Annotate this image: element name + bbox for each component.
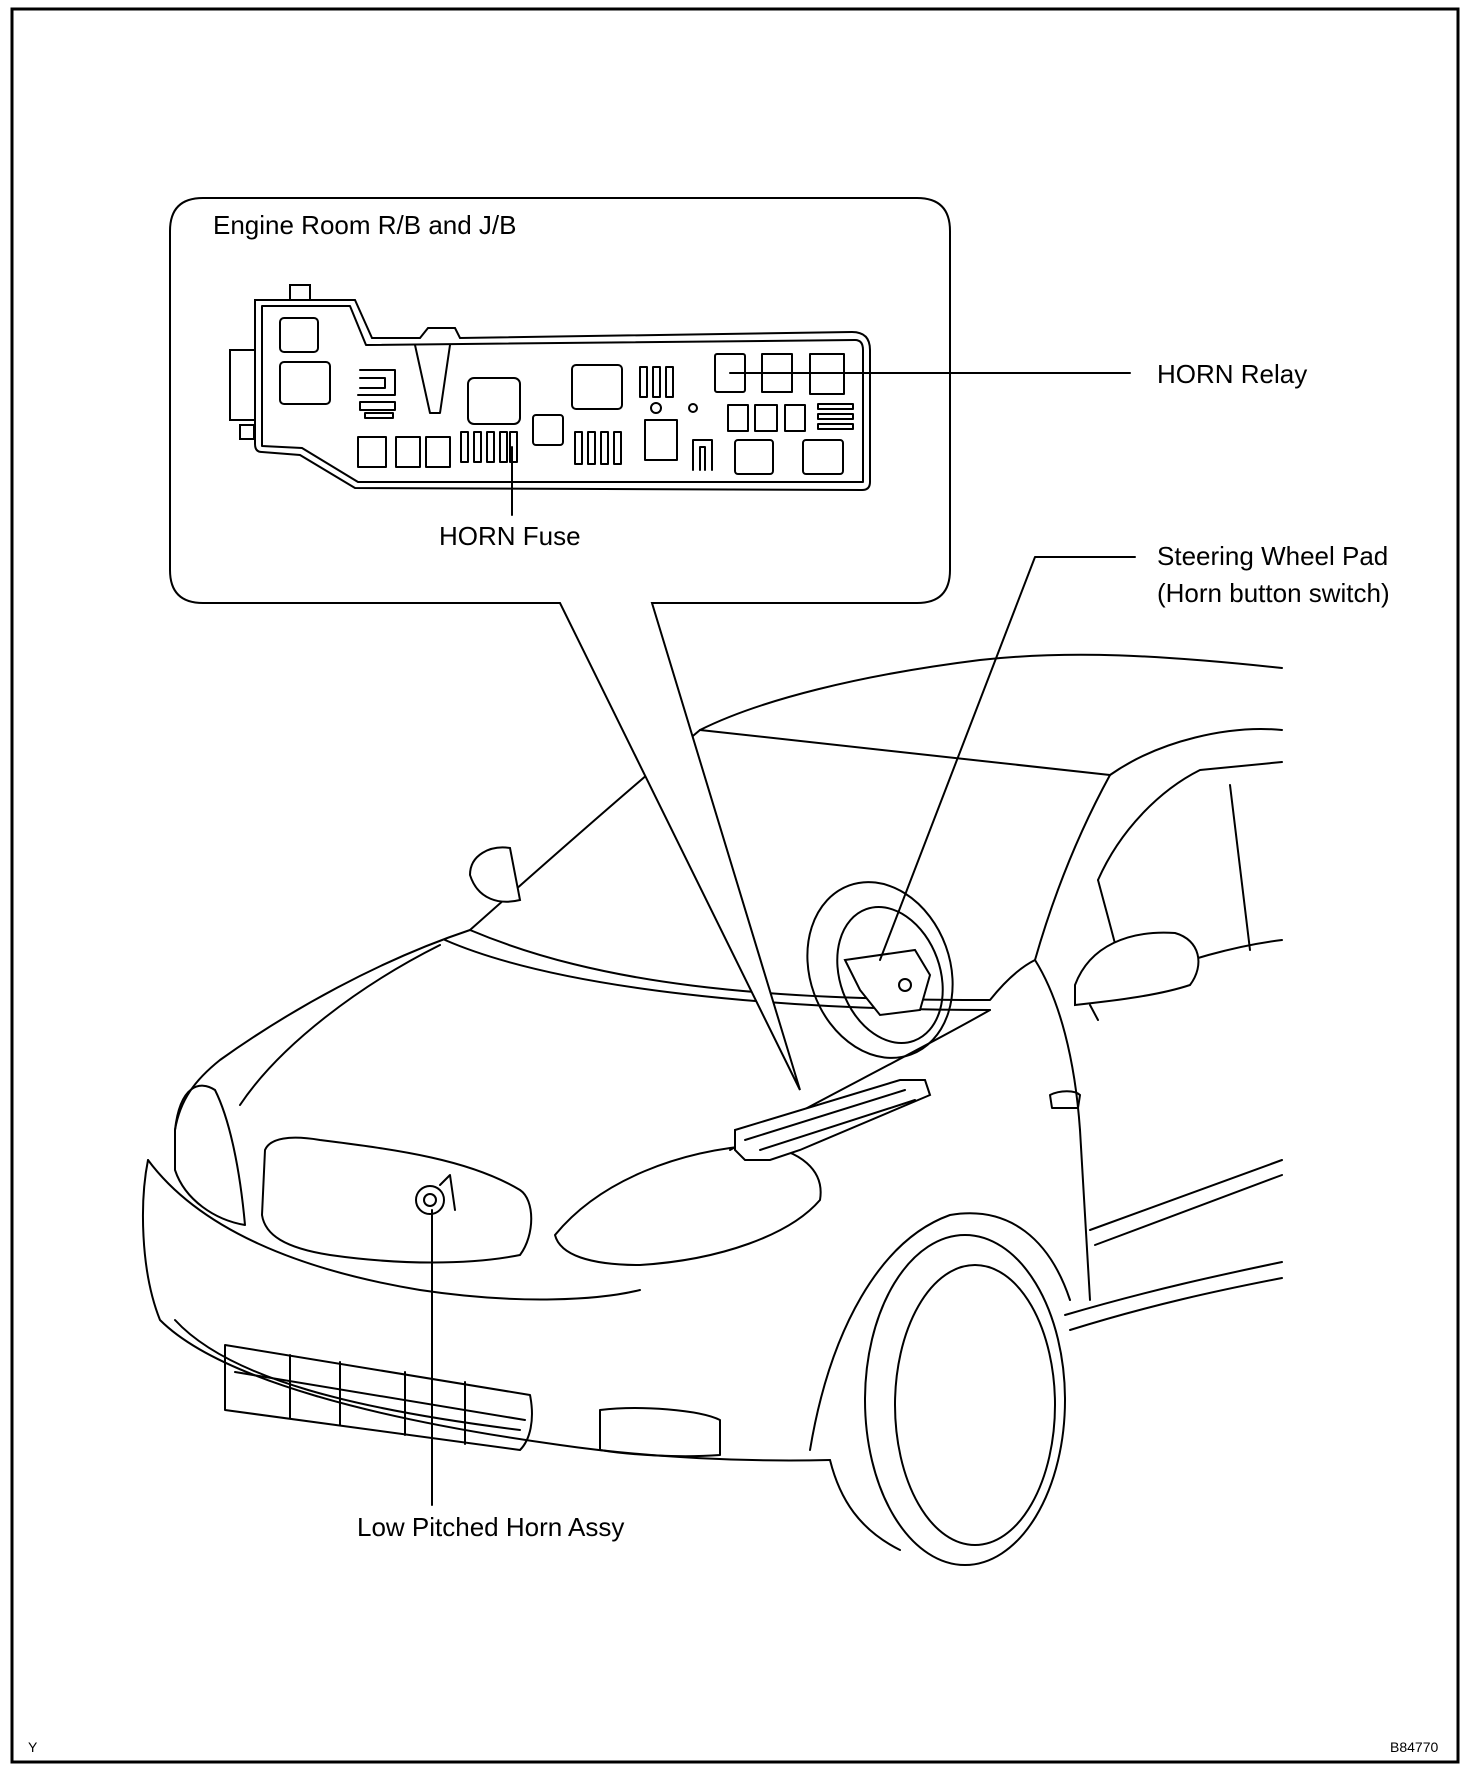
page-frame: [10, 7, 1460, 1764]
figure-id: B84770: [1390, 1739, 1438, 1755]
steering-pad-label-line2: (Horn button switch): [1157, 578, 1390, 608]
low-horn-label: Low Pitched Horn Assy: [357, 1512, 624, 1542]
frame-letter: Y: [28, 1739, 38, 1755]
steering-pad-label-line1: Steering Wheel Pad: [1157, 541, 1388, 571]
junction-block: [229, 284, 871, 492]
callout-title: Engine Room R/B and J/B: [213, 210, 517, 240]
steering-pad-leader: [879, 556, 1136, 961]
horn-relay-label: HORN Relay: [1157, 359, 1307, 389]
car-illustration: [142, 653, 1283, 1566]
horn-fuse-label: HORN Fuse: [439, 521, 581, 551]
